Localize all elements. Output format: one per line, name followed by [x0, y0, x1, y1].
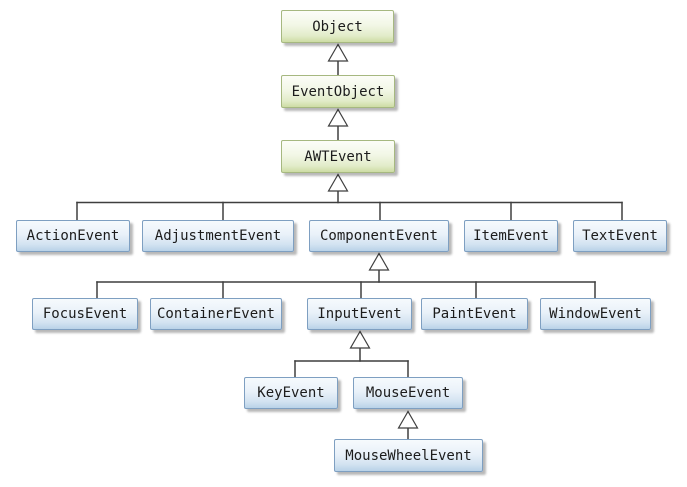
class-box-windowevent: WindowEvent	[540, 298, 651, 330]
edge-componentevent-children-bus	[96, 269, 596, 299]
inheritance-arrow-eventobject	[327, 108, 349, 127]
edge-awtevent-children-bus	[76, 190, 623, 221]
class-box-paintevent: PaintEvent	[421, 298, 528, 330]
class-box-textevent: TextEvent	[573, 220, 667, 252]
class-box-mousewheelevent: MouseWheelEvent	[334, 439, 483, 472]
class-box-actionevent: ActionEvent	[16, 220, 130, 252]
inheritance-arrow-inputevent	[349, 330, 371, 349]
edge-inputevent-children-bus	[294, 347, 409, 378]
inheritance-arrow-componentevent	[368, 252, 390, 271]
class-box-object: Object	[281, 10, 394, 43]
class-box-keyevent: KeyEvent	[244, 377, 338, 409]
inheritance-arrow-mouseevent	[397, 410, 419, 429]
class-box-inputevent: InputEvent	[307, 298, 412, 330]
class-box-eventobject: EventObject	[281, 75, 395, 108]
class-box-mouseevent: MouseEvent	[353, 377, 463, 409]
inheritance-arrow-object	[327, 43, 349, 62]
class-box-awtevent: AWTEvent	[281, 140, 395, 173]
class-box-adjustmentevent: AdjustmentEvent	[142, 220, 294, 252]
class-box-containerevent: ContainerEvent	[150, 298, 282, 330]
inheritance-arrow-awtevent	[327, 173, 349, 192]
class-box-itemevent: ItemEvent	[464, 220, 558, 252]
class-box-componentevent: ComponentEvent	[309, 220, 449, 252]
class-box-focusevent: FocusEvent	[32, 298, 138, 330]
